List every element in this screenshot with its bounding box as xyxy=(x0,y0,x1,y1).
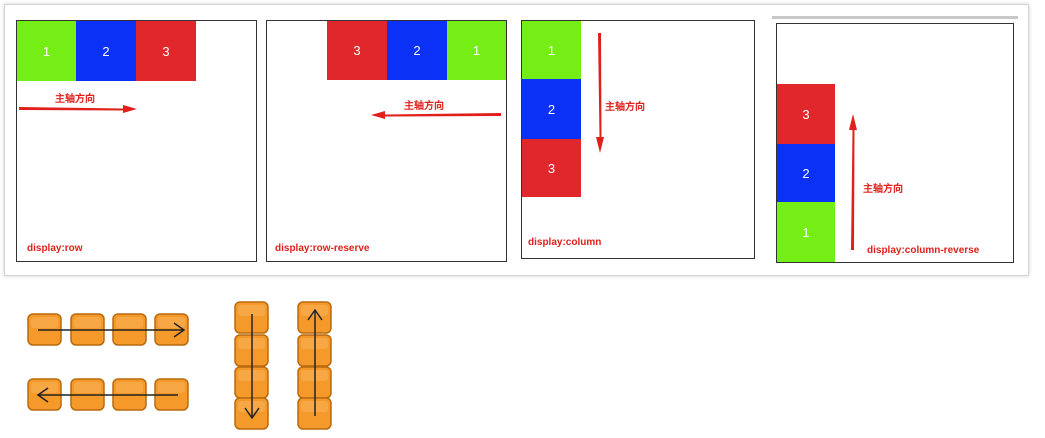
main-axis-arrow-down xyxy=(596,33,604,153)
panel-row-reverse: 3 2 1 主轴方向 display:row-reserve xyxy=(266,20,507,262)
tile-row-left xyxy=(27,378,189,411)
arrow-down-icon xyxy=(244,407,260,420)
panel-caption: display:column xyxy=(528,237,602,248)
panel-caption: display:row-reserve xyxy=(275,243,370,254)
flex-item-3: 3 xyxy=(777,84,835,144)
flex-item-3: 3 xyxy=(136,21,196,81)
panel-caption: display:row xyxy=(27,243,83,254)
flex-item-1: 1 xyxy=(777,202,835,262)
tile-column-up xyxy=(297,301,332,430)
arrow-right-icon xyxy=(173,322,186,338)
flex-item-2: 2 xyxy=(387,21,447,80)
flex-item-1: 1 xyxy=(447,21,506,80)
arrow-left-icon xyxy=(36,387,49,403)
tile-column-down xyxy=(234,301,269,430)
main-axis-label: 主轴方向 xyxy=(404,101,444,112)
flex-item-2: 2 xyxy=(777,144,835,202)
main-axis-label: 主轴方向 xyxy=(863,184,903,195)
flex-item-1: 1 xyxy=(17,21,76,81)
panel-column-reverse: 3 2 1 主轴方向 display:column-reverse xyxy=(776,23,1014,263)
panel-caption: display:column-reverse xyxy=(867,245,980,256)
flex-item-2: 2 xyxy=(76,21,136,81)
main-axis-label: 主轴方向 xyxy=(55,94,95,105)
panel-column: 1 2 3 主轴方向 display:column xyxy=(521,20,755,259)
flex-item-3: 3 xyxy=(327,21,387,80)
main-axis-label: 主轴方向 xyxy=(605,102,645,113)
flex-item-2: 2 xyxy=(522,79,581,139)
flex-item-3: 3 xyxy=(522,139,581,197)
main-axis-arrow-right xyxy=(19,105,137,113)
divider-line xyxy=(772,16,1018,19)
arrow-up-icon xyxy=(307,308,323,321)
panel-row: 1 2 3 主轴方向 display:row xyxy=(16,20,257,262)
flex-item-1: 1 xyxy=(522,21,581,79)
tile-row-right xyxy=(27,313,189,346)
main-axis-arrow-left xyxy=(371,111,501,119)
main-axis-arrow-up xyxy=(849,114,857,250)
